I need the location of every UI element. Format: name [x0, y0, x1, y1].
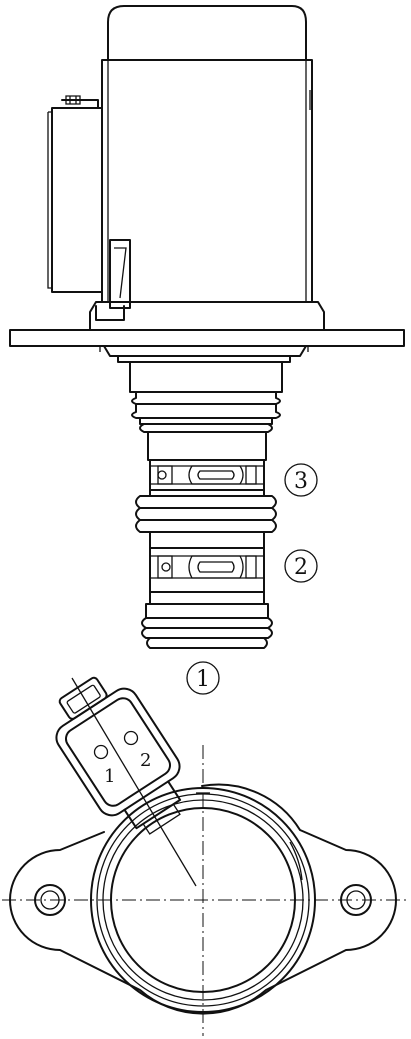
side-connector	[47, 95, 103, 293]
middle-seal-rings	[135, 489, 277, 549]
solenoid-side-view	[9, 5, 405, 649]
port-3-section	[147, 431, 267, 491]
pin-1	[93, 744, 109, 760]
callout-1-label: 1	[196, 667, 210, 692]
callout-2-label: 2	[294, 555, 308, 580]
lower-seal-rings	[141, 591, 273, 649]
mount-hole-left	[34, 884, 66, 916]
upper-seal-rings	[131, 391, 281, 433]
coil-cap	[107, 5, 307, 61]
callout-2: 2	[284, 549, 318, 583]
callout-3-label: 3	[294, 469, 308, 494]
body-core	[110, 807, 296, 993]
connector-housing	[55, 676, 182, 835]
body-outer-ring	[90, 787, 316, 1013]
callout-3: 3	[284, 463, 318, 497]
flange-outline	[9, 783, 397, 1015]
mount-hole-right	[340, 884, 372, 916]
pin-1-label: 1	[104, 766, 115, 787]
valve-body-upper	[129, 361, 283, 393]
coil-housing	[101, 59, 313, 303]
latch	[95, 239, 131, 321]
callout-1: 1	[186, 661, 220, 695]
solenoid-top-view: 1 2	[2, 676, 408, 1036]
pin-2-label: 2	[140, 750, 151, 771]
port-2-section	[149, 547, 265, 593]
pin-2	[123, 730, 139, 746]
connector-axis	[71, 677, 197, 887]
mounting-flange	[9, 329, 405, 347]
